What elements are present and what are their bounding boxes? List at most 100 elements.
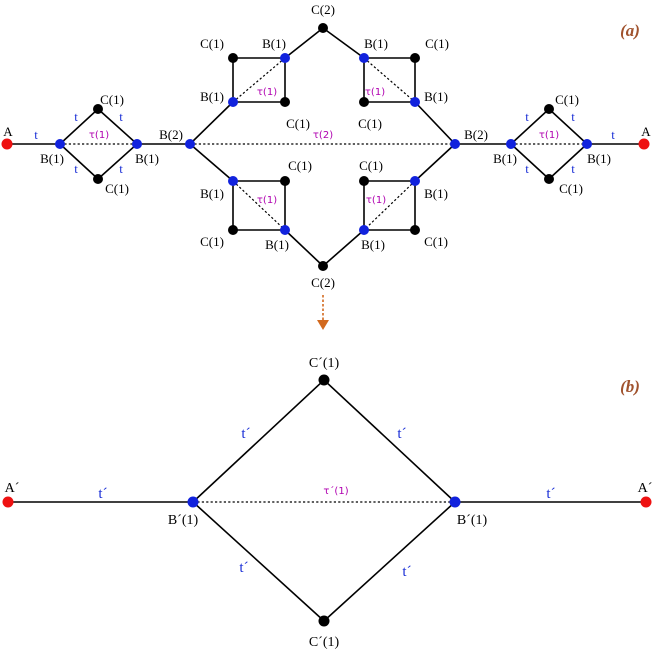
site-b-prime-right	[449, 496, 461, 508]
edge-big-diamond	[284, 229, 324, 267]
tau-label: τ(1)	[539, 130, 559, 141]
site-c1	[93, 104, 103, 114]
site-c1	[93, 174, 103, 184]
site-label-c2: C(2)	[311, 275, 335, 290]
edge-big-diamond	[189, 143, 234, 182]
site-b1	[228, 97, 238, 107]
site-label-b1: B(1)	[265, 237, 289, 252]
site-b2-right	[450, 139, 460, 149]
site-label-b1: B(1)	[200, 186, 224, 201]
hopping-label: t	[571, 109, 575, 124]
edge-left-diamond	[59, 108, 99, 145]
tau-label: τ(1)	[365, 87, 385, 98]
edge-right-diamond	[510, 108, 550, 145]
site-label-c1: C(1)	[358, 116, 382, 131]
panel-label-b: (b)	[620, 377, 640, 396]
site-label-a-prime-left: A´	[5, 481, 20, 496]
tau-label: τ(1)	[257, 87, 277, 98]
site-c1	[544, 174, 554, 184]
tau-label: τ(1)	[89, 130, 109, 141]
tau-label-prime: τ´(1)	[323, 485, 348, 497]
hopping-label-prime: t´	[98, 486, 107, 502]
hopping-label-prime: t´	[546, 486, 555, 502]
edge-right-diamond	[510, 143, 550, 180]
hopping-label: t	[525, 161, 529, 176]
site-b1	[132, 139, 142, 149]
site-b1	[359, 225, 369, 235]
tau-label: τ(1)	[366, 195, 386, 206]
site-c1	[228, 53, 238, 63]
site-label-a-right: A	[641, 124, 651, 139]
site-label-b1: B(1)	[40, 151, 64, 166]
site-b2-left	[185, 139, 195, 149]
site-c1	[280, 97, 290, 107]
edge-big-diamond	[284, 27, 324, 59]
site-label-b1: B(1)	[135, 151, 159, 166]
site-label-c1: C(1)	[555, 92, 579, 107]
site-b1	[359, 53, 369, 63]
edge-left-diamond	[97, 143, 138, 180]
site-a-prime-right	[640, 496, 652, 508]
site-label-a-left: A	[3, 124, 13, 139]
site-label-b-prime: B´(1)	[457, 513, 488, 528]
hopping-label-prime: t´	[397, 426, 406, 442]
site-label-b2: B(2)	[464, 127, 488, 142]
tau-label: τ(1)	[257, 195, 277, 206]
edge-left-diamond	[97, 108, 138, 145]
site-b1	[582, 139, 592, 149]
edge-big-diamond	[189, 101, 234, 145]
edge-renorm-diamond	[323, 379, 456, 503]
site-c-prime-bottom	[318, 615, 330, 627]
edge-big-diamond	[322, 229, 365, 267]
site-b1	[280, 225, 290, 235]
site-label-b1: B(1)	[364, 36, 388, 51]
hopping-label: t	[74, 109, 78, 124]
site-label-b1: B(1)	[424, 89, 448, 104]
hopping-label: t	[571, 161, 575, 176]
hopping-label: t	[119, 109, 123, 124]
tau-label: τ(2)	[313, 130, 333, 141]
site-label-c1: C(1)	[200, 234, 224, 249]
site-c2-top	[318, 23, 328, 33]
panel-label-a: (a)	[620, 21, 640, 40]
site-label-b-prime: B´(1)	[168, 513, 199, 528]
site-b1	[55, 139, 65, 149]
tau1-link-bottom-left	[232, 180, 286, 231]
site-c1	[228, 225, 238, 235]
edge-renorm-diamond	[192, 501, 325, 622]
site-label-b2: B(2)	[159, 127, 183, 142]
site-label-c-prime: C´(1)	[309, 635, 340, 650]
site-c1	[410, 53, 420, 63]
site-b1	[280, 53, 290, 63]
site-b1	[410, 97, 420, 107]
edge-big-diamond	[414, 143, 456, 182]
site-c1	[410, 225, 420, 235]
edge-big-diamond	[414, 101, 456, 145]
site-label-c1: C(1)	[105, 181, 129, 196]
hopping-label: t	[611, 127, 615, 142]
site-b1	[228, 176, 238, 186]
site-label-a-prime-right: A´	[638, 481, 653, 496]
site-c2-bottom	[318, 261, 328, 271]
site-label-c1: C(1)	[100, 92, 124, 107]
site-b-prime-left	[187, 496, 199, 508]
site-b1	[506, 139, 516, 149]
hopping-label: t	[525, 109, 529, 124]
site-c-prime-top	[318, 374, 330, 386]
arrow-head-icon	[317, 320, 329, 330]
site-label-c1: C(1)	[200, 36, 224, 51]
edge-renorm-diamond	[192, 379, 325, 503]
hopping-label: t	[74, 161, 78, 176]
site-a-right	[638, 138, 650, 150]
site-label-b1: B(1)	[361, 237, 385, 252]
site-label-c1: C(1)	[359, 158, 383, 173]
site-label-c1: C(1)	[286, 116, 310, 131]
site-a-prime-left	[2, 496, 14, 508]
tau1-link-bottom-right	[363, 180, 416, 231]
site-c1	[544, 104, 554, 114]
site-label-c1: C(1)	[425, 36, 449, 51]
site-label-c-prime: C´(1)	[309, 356, 340, 371]
edge-left-diamond	[59, 143, 99, 180]
